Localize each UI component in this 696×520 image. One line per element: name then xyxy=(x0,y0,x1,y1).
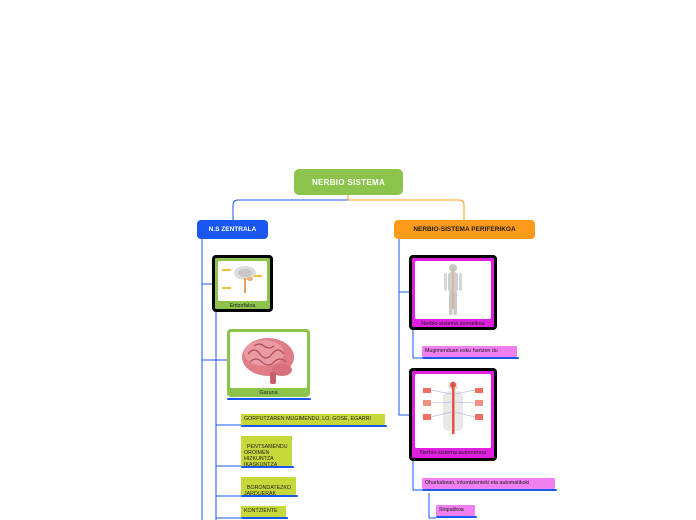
entzefaloa-image-card[interactable]: Entzefaloa xyxy=(212,255,273,312)
somatikoa-image-card[interactable]: Nerbio-sistema somatikoa xyxy=(409,255,497,330)
brain-icon xyxy=(230,332,307,388)
topic-sinpatikoa-underline xyxy=(436,516,477,518)
root-topic-label: NERBIO SISTEMA xyxy=(311,177,386,187)
brain-diagram-icon xyxy=(218,261,267,301)
topic-oharkabean[interactable]: Oharkabean, inkontzienteki eta automatik… xyxy=(422,478,555,489)
central-topic-label: N.S ZENTRALA xyxy=(208,226,257,233)
topic-borondatezko[interactable]: BORONDATEZKO JARDUERAK xyxy=(241,477,296,497)
peripheral-topic-label: NERBIO-SISTEMA PERIFERIKOA xyxy=(413,226,516,233)
topic-mugimenduan-underline xyxy=(422,357,519,359)
topic-mugimenduan[interactable]: Mugimenduan esku hartzen du xyxy=(422,346,517,357)
topic-gorputzaren-underline xyxy=(241,425,387,427)
somatikoa-caption: Nerbio-sistema somatikoa xyxy=(421,321,485,327)
autonomoa-image-card[interactable]: Nerbio-sistema autonomoa xyxy=(409,368,497,461)
autonomoa-caption: Nerbio-sistema autonomoa xyxy=(419,450,487,456)
topic-borondatezko-underline xyxy=(241,495,298,497)
topic-kontziente-label: KONTZIENTE xyxy=(244,508,278,514)
root-topic[interactable]: NERBIO SISTEMA xyxy=(294,169,403,195)
central-nervous-system-topic[interactable]: N.S ZENTRALA xyxy=(197,220,268,239)
topic-gorputzaren-label: GORPUTZAREN MUGIMENDU, LO, GOSE, EGARRI xyxy=(244,416,371,422)
topic-borondatezko-label: BORONDATEZKO JARDUERAK xyxy=(244,485,291,497)
topic-mugimenduan-label: Mugimenduan esku hartzen du xyxy=(425,348,498,354)
garuna-image-card[interactable]: Garuna xyxy=(227,329,310,397)
garuna-underline xyxy=(227,398,311,400)
topic-pentsamendu[interactable]: PENTSAMENDU OROIMEN HIZKUNTZA IKASKUNTZA xyxy=(241,436,292,468)
human-body-icon xyxy=(415,261,491,319)
autonomic-nervous-system-icon xyxy=(415,374,491,448)
topic-pentsamendu-underline xyxy=(241,466,294,468)
topic-kontziente[interactable]: KONTZIENTE xyxy=(241,506,286,517)
topic-sinpatikoa-label: Sinpatikoa xyxy=(439,507,464,513)
peripheral-nervous-system-topic[interactable]: NERBIO-SISTEMA PERIFERIKOA xyxy=(394,220,535,239)
topic-sinpatikoa[interactable]: Sinpatikoa xyxy=(436,505,475,516)
topic-kontziente-underline xyxy=(241,517,288,519)
topic-pentsamendu-label: PENTSAMENDU OROIMEN HIZKUNTZA IKASKUNTZA xyxy=(244,444,288,468)
garuna-caption: Garuna xyxy=(259,390,278,396)
topic-oharkabean-label: Oharkabean, inkontzienteki eta automatik… xyxy=(425,480,530,486)
entzefaloa-caption: Entzefaloa xyxy=(229,303,256,309)
topic-gorputzaren-mugimendu[interactable]: GORPUTZAREN MUGIMENDU, LO, GOSE, EGARRI xyxy=(241,414,385,425)
topic-oharkabean-underline xyxy=(422,489,557,491)
